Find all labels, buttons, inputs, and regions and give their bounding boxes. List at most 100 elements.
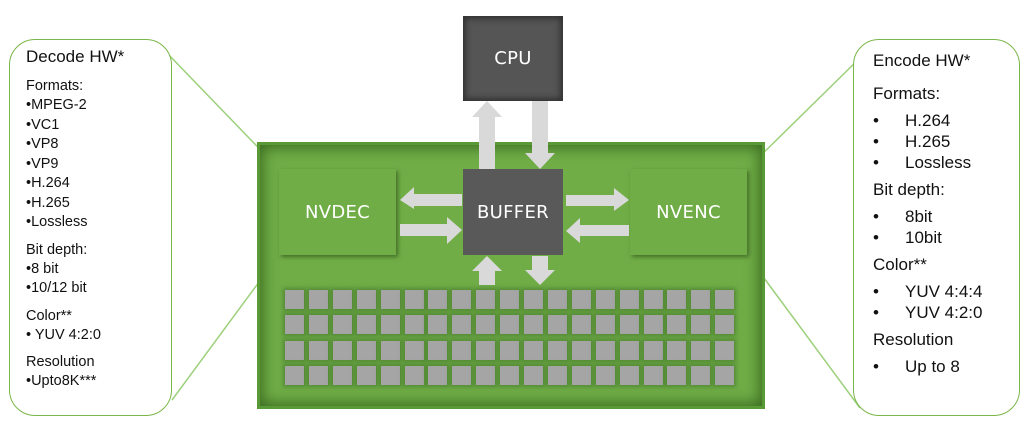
decode-item: •VC1 bbox=[26, 116, 60, 133]
cuda-core bbox=[643, 315, 663, 335]
encode-item-text: YUV 4:2:0 bbox=[905, 303, 983, 322]
cuda-core bbox=[667, 365, 687, 385]
encode-section-label: Resolution bbox=[873, 330, 954, 349]
decode-section: Color** • YUV 4:2:0 bbox=[26, 307, 171, 346]
encode-item: •Lossless bbox=[873, 152, 1019, 173]
cuda-core bbox=[476, 290, 496, 309]
cuda-core bbox=[285, 365, 304, 385]
encode-section: Bit depth: • 8bit•10bit bbox=[873, 179, 1019, 248]
cuda-core bbox=[500, 315, 520, 335]
decode-section-label: Formats: bbox=[26, 78, 84, 94]
decode-item: •8 bit bbox=[26, 260, 59, 277]
cuda-core bbox=[595, 340, 615, 360]
cuda-core bbox=[476, 315, 496, 335]
cuda-core bbox=[619, 365, 639, 385]
cuda-core bbox=[643, 290, 663, 309]
buffer-label: BUFFER bbox=[477, 201, 549, 223]
decode-section: Resolution•Upto8K*** bbox=[26, 353, 171, 392]
bullet-icon: • bbox=[873, 303, 879, 322]
encode-item: •H.264 bbox=[873, 110, 1019, 131]
cuda-core bbox=[524, 340, 543, 360]
encode-section: Resolution•Up to 8 bbox=[873, 329, 1019, 377]
cuda-core bbox=[452, 365, 472, 385]
decode-item: • YUV 4:2:0 bbox=[26, 326, 101, 343]
cuda-core bbox=[571, 340, 591, 360]
cuda-core bbox=[547, 365, 567, 385]
bullet-icon: • bbox=[873, 207, 879, 226]
arrow-nvdec-to-buffer bbox=[400, 217, 462, 244]
cuda-core bbox=[308, 315, 328, 335]
cuda-core bbox=[380, 365, 400, 385]
cuda-core bbox=[404, 365, 424, 385]
cuda-core bbox=[500, 365, 520, 385]
cuda-core bbox=[332, 290, 352, 309]
encode-item-text: YUV 4:4:4 bbox=[905, 282, 983, 301]
cuda-core bbox=[715, 290, 735, 309]
decode-section-label: Color** bbox=[26, 307, 72, 324]
bullet-icon: • bbox=[873, 153, 879, 172]
cuda-core bbox=[571, 290, 591, 309]
cuda-core bbox=[619, 315, 639, 335]
cuda-core bbox=[452, 340, 472, 360]
cuda-core bbox=[285, 315, 304, 335]
encode-item-text: H.264 bbox=[905, 111, 951, 130]
decode-hw-callout: Decode HW* Formats:•MPEG-2•VC1•VP8•VP9•H… bbox=[9, 39, 172, 416]
cuda-core bbox=[691, 315, 711, 335]
decode-item: •H.264 bbox=[26, 175, 70, 191]
cuda-core bbox=[404, 290, 424, 309]
nvenc-label: NVENC bbox=[656, 201, 721, 223]
cuda-core bbox=[524, 315, 543, 335]
cuda-core bbox=[428, 340, 448, 360]
cuda-core bbox=[595, 365, 615, 385]
arrow-nvenc-to-buffer bbox=[566, 218, 629, 243]
encode-item: • YUV 4:2:0 bbox=[873, 302, 1019, 323]
cuda-core bbox=[404, 315, 424, 335]
cuda-core bbox=[715, 340, 735, 360]
cuda-core bbox=[332, 340, 352, 360]
encode-section: Formats:•H.264•H.265•Lossless bbox=[873, 83, 1019, 173]
cuda-core bbox=[404, 340, 424, 360]
encode-section-label: Bit depth: bbox=[873, 180, 945, 199]
cuda-core bbox=[667, 315, 687, 335]
encode-item-text: 8bit bbox=[905, 207, 933, 226]
cuda-core bbox=[524, 365, 543, 385]
cuda-core bbox=[547, 315, 567, 335]
cuda-core bbox=[428, 365, 448, 385]
encode-title: Encode HW* bbox=[873, 51, 971, 70]
buffer-block: BUFFER bbox=[463, 169, 563, 255]
cuda-core bbox=[595, 315, 615, 335]
cuda-core bbox=[380, 290, 400, 309]
cuda-core bbox=[595, 290, 615, 309]
decode-title: Decode HW* bbox=[26, 47, 125, 66]
cuda-core bbox=[380, 315, 400, 335]
cuda-core bbox=[643, 365, 663, 385]
cuda-core bbox=[308, 340, 328, 360]
cuda-core bbox=[356, 365, 376, 385]
cuda-core bbox=[619, 340, 639, 360]
cpu-block: CPU bbox=[463, 16, 563, 101]
encode-item: • 8bit bbox=[873, 206, 1019, 227]
bullet-icon: • bbox=[873, 282, 879, 301]
arrow-buffer-to-cpu bbox=[472, 101, 502, 169]
cuda-core bbox=[285, 290, 304, 309]
cuda-core bbox=[356, 290, 376, 309]
cuda-core bbox=[428, 290, 448, 309]
encode-hw-callout: Encode HW* Formats:•H.264•H.265•Lossless… bbox=[853, 39, 1020, 416]
arrow-buffer-to-nvenc bbox=[566, 188, 629, 211]
arrow-cores-to-buffer bbox=[472, 256, 502, 285]
decode-item: •VP9 bbox=[26, 155, 59, 172]
decode-item: •10/12 bit bbox=[26, 280, 87, 296]
cuda-core bbox=[619, 290, 639, 309]
cuda-core bbox=[691, 340, 711, 360]
encode-item: •10bit bbox=[873, 227, 1019, 248]
decode-item: •Upto8K*** bbox=[26, 373, 97, 389]
cuda-core bbox=[356, 340, 376, 360]
decode-section: Formats:•MPEG-2•VC1•VP8•VP9•H.264•H.265•… bbox=[26, 77, 171, 233]
encode-section: Color**•YUV 4:4:4•YUV 4:2:0 bbox=[873, 254, 1019, 323]
decode-section-label: Bit depth: bbox=[26, 241, 88, 258]
encode-connector-bottom bbox=[746, 254, 861, 409]
cuda-core bbox=[452, 315, 472, 335]
nvdec-block: NVDEC bbox=[279, 169, 396, 255]
cuda-core bbox=[428, 315, 448, 335]
